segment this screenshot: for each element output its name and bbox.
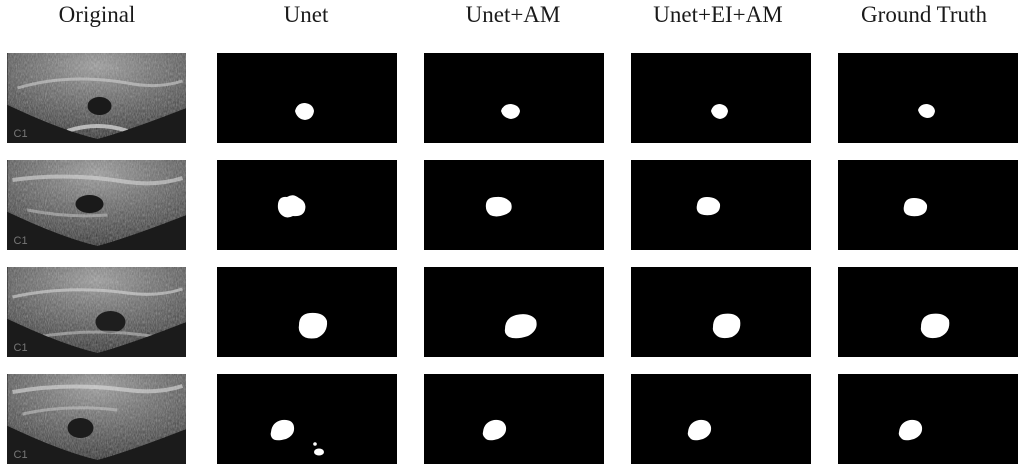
original-image-row-3: C1: [7, 267, 186, 357]
mask-unet-ei-am-row-2: [631, 160, 811, 250]
mask-unet-row-4: [217, 374, 397, 464]
header-original: Original: [58, 2, 136, 27]
header-unet-ei-am: Unet+EI+AM: [653, 2, 783, 27]
svg-text:C1: C1: [14, 449, 28, 461]
original-image-row-4: C1: [7, 374, 186, 464]
mask-ground-truth-row-4: [838, 374, 1018, 464]
mask-unet-am-row-2: [424, 160, 604, 250]
mask-unet-row-3: [217, 267, 397, 357]
original-image-row-1: C1: [7, 53, 186, 143]
header-ground-truth: Ground Truth: [861, 2, 987, 27]
mask-unet-am-row-1: [424, 53, 604, 143]
mask-unet-row-1: [217, 53, 397, 143]
svg-text:C1: C1: [14, 342, 28, 354]
mask-ground-truth-row-1: [838, 53, 1018, 143]
mask-unet-am-row-4: [424, 374, 604, 464]
mask-unet-ei-am-row-1: [631, 53, 811, 143]
header-unet-am: Unet+AM: [465, 2, 561, 27]
header-unet: Unet: [283, 2, 329, 27]
mask-unet-ei-am-row-3: [631, 267, 811, 357]
mask-unet-row-2: [217, 160, 397, 250]
mask-ground-truth-row-2: [838, 160, 1018, 250]
mask-unet-ei-am-row-4: [631, 374, 811, 464]
svg-text:C1: C1: [14, 128, 28, 140]
original-image-row-2: C1: [7, 160, 186, 250]
mask-ground-truth-row-3: [838, 267, 1018, 357]
mask-unet-am-row-3: [424, 267, 604, 357]
svg-text:C1: C1: [14, 235, 28, 247]
